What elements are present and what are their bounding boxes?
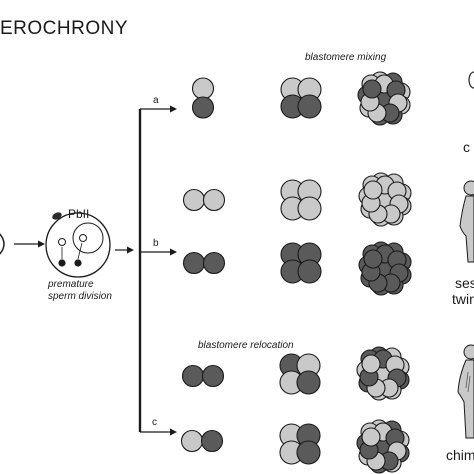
branch-arrow-a xyxy=(140,105,177,113)
branch-label-a: a xyxy=(153,95,159,106)
division-label-line2: sperm division xyxy=(48,291,112,302)
blastomere xyxy=(202,251,226,275)
partial-zygote-edge xyxy=(0,233,5,255)
arrow-into-zygote xyxy=(14,240,45,248)
polar-body-label: PbII xyxy=(68,207,89,221)
branch-arrow-c xyxy=(140,428,177,436)
diagram-title: EROCHRONY xyxy=(0,18,128,39)
male-pronucleus xyxy=(79,234,87,242)
blastomere xyxy=(297,259,322,284)
blastomere xyxy=(182,188,206,212)
blastomere xyxy=(297,94,322,119)
sperm-nucleus-left xyxy=(58,259,66,267)
polar-body xyxy=(52,212,62,220)
blastomere xyxy=(191,96,215,119)
blastomere xyxy=(363,249,383,269)
maternal-pronucleus xyxy=(58,238,66,246)
mixing-label: blastomere mixing xyxy=(305,52,387,63)
outcome-label-row-b-1: ses xyxy=(455,275,474,291)
person-silhouette-icon xyxy=(457,344,474,439)
blastomere xyxy=(363,180,383,200)
blastomere xyxy=(361,354,381,374)
blastomere xyxy=(362,79,382,99)
blastomere xyxy=(200,429,224,453)
blastomere xyxy=(182,251,206,275)
embryo-cells xyxy=(180,71,412,474)
division-label-line1: premature xyxy=(47,279,94,290)
person-silhouette-icon xyxy=(459,180,474,263)
outcome-label-row-b-2: twir xyxy=(452,291,474,307)
person-silhouette-icon xyxy=(468,71,474,89)
blastomere xyxy=(361,427,381,447)
outcome-label-row-c: chim xyxy=(446,447,474,463)
branch-label-c: c xyxy=(152,417,157,428)
blastomere xyxy=(296,440,321,465)
branch-arrow-b xyxy=(140,248,177,256)
blastomere xyxy=(180,429,204,453)
blastomere xyxy=(201,364,225,388)
blastomere xyxy=(296,370,321,395)
zygote xyxy=(45,212,111,278)
blastomere xyxy=(181,364,205,388)
blastomere xyxy=(297,196,322,221)
relocation-label: blastomere relocation xyxy=(198,340,294,351)
outcome-label-row-a: c xyxy=(463,139,470,155)
branch-label-b: b xyxy=(153,238,159,249)
arrow-to-branch xyxy=(115,246,134,254)
sperm-nucleus-right xyxy=(74,259,82,267)
blastomere xyxy=(202,188,226,212)
blastomere xyxy=(191,77,215,100)
